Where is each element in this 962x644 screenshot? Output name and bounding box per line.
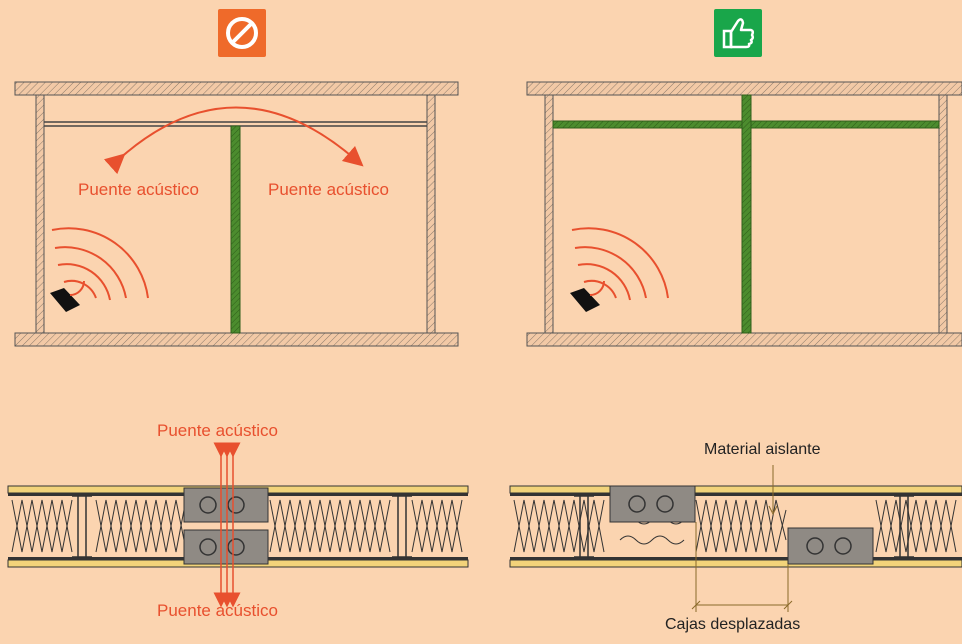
acoustic-bridge-label-top: Puente acústico bbox=[157, 421, 278, 440]
full-height-partition bbox=[741, 94, 752, 334]
acoustic-bridge-arrows bbox=[213, 442, 241, 608]
speaker-icon bbox=[50, 288, 80, 312]
acoustic-bridge-label-left: Puente acústico bbox=[78, 180, 199, 199]
acoustic-bridge-arrow bbox=[103, 106, 364, 175]
leader-lines bbox=[691, 465, 793, 612]
acoustic-bridge-label-right: Puente acústico bbox=[268, 180, 389, 199]
prohibited-badge bbox=[218, 9, 266, 57]
bottom-right-section bbox=[509, 465, 962, 612]
ceiling-slab bbox=[14, 81, 459, 96]
partition-wall bbox=[230, 125, 241, 334]
thumbs-up-icon bbox=[722, 18, 755, 49]
top-board-line bbox=[510, 493, 962, 496]
sound-waves bbox=[51, 227, 149, 301]
studs bbox=[574, 495, 914, 558]
approved-badge bbox=[714, 9, 762, 57]
bottom-board-line bbox=[510, 557, 962, 560]
offset-box-top bbox=[609, 485, 696, 523]
insulation-left bbox=[11, 499, 463, 553]
studs bbox=[72, 495, 412, 558]
insulation-label: Material aislante bbox=[704, 441, 821, 458]
top-right-section bbox=[526, 81, 962, 347]
right-wall bbox=[938, 94, 948, 334]
bottom-left-section bbox=[7, 442, 469, 608]
insulation-right bbox=[513, 499, 957, 553]
electrical-box-top bbox=[183, 487, 269, 523]
speaker-icon bbox=[570, 288, 600, 312]
sound-waves bbox=[571, 227, 669, 301]
left-wall bbox=[35, 94, 45, 334]
bottom-board bbox=[509, 559, 962, 568]
electrical-box-bottom bbox=[183, 529, 269, 565]
top-board bbox=[509, 485, 962, 494]
prohibited-icon bbox=[226, 17, 258, 49]
offset-boxes-label: Cajas desplazadas bbox=[665, 616, 801, 633]
left-wall bbox=[544, 94, 554, 334]
floor-slab bbox=[14, 332, 459, 347]
ceiling-slab bbox=[526, 81, 962, 96]
offset-box-bottom bbox=[787, 527, 874, 565]
right-wall bbox=[426, 94, 436, 334]
floor-slab bbox=[526, 332, 962, 347]
acoustic-bridge-label-bottom: Puente acústico bbox=[157, 601, 278, 620]
top-left-section bbox=[14, 81, 459, 347]
